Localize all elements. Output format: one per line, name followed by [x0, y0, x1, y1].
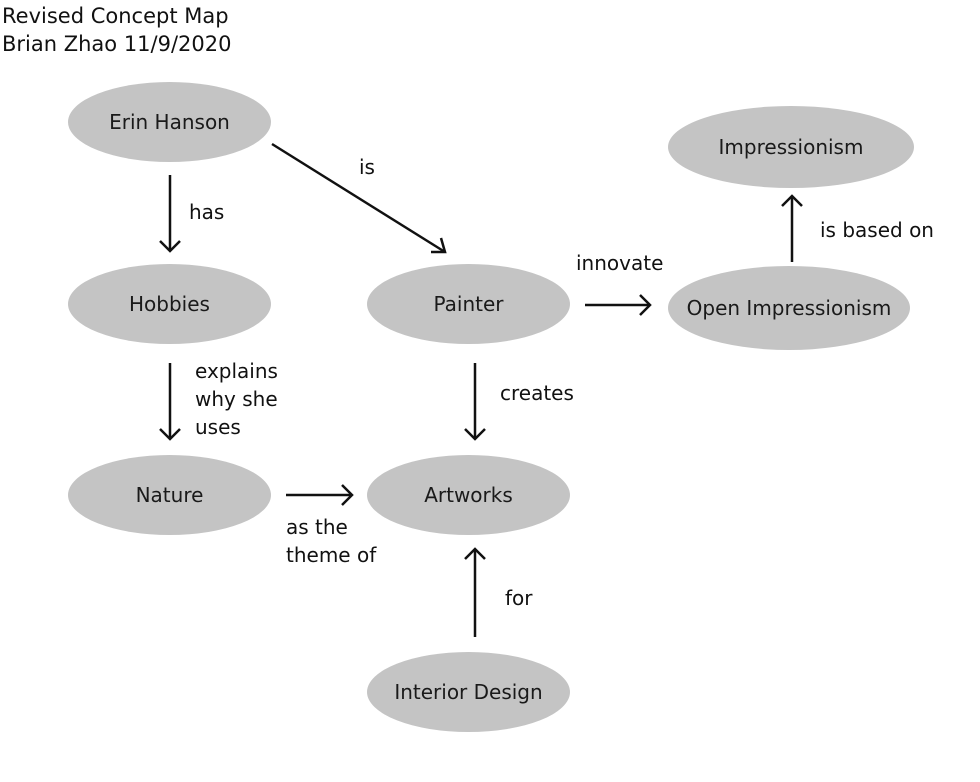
edge-label-innovate: innovate — [576, 251, 664, 275]
node-hobbies: Hobbies — [68, 264, 271, 344]
edge-label-line: explains — [195, 359, 278, 383]
node-label: Erin Hanson — [109, 110, 230, 134]
arrow-innovate — [585, 294, 652, 316]
edge-label-for: for — [505, 586, 533, 610]
node-nature: Nature — [68, 455, 271, 535]
diagram-header: Revised Concept Map Brian Zhao 11/9/2020 — [2, 2, 232, 58]
edge-label-line: theme of — [286, 543, 377, 567]
edge-label-line: as the — [286, 515, 348, 539]
node-label: Nature — [135, 483, 204, 507]
edge-label-line: why she — [195, 387, 278, 411]
diagram-byline: Brian Zhao 11/9/2020 — [2, 32, 232, 56]
edge-label-line: uses — [195, 415, 241, 439]
node-artworks: Artworks — [367, 455, 570, 535]
edge-label-is: is — [359, 155, 375, 179]
node-label: Interior Design — [394, 680, 543, 704]
edge-label-explains: explains why she uses — [195, 357, 278, 441]
arrow-theme-of — [286, 484, 354, 506]
node-impressionism: Impressionism — [668, 106, 914, 188]
arrow-for — [464, 547, 486, 637]
node-label: Open Impressionism — [686, 296, 892, 320]
arrow-is — [271, 142, 447, 254]
arrow-based-on — [781, 194, 803, 262]
node-label: Hobbies — [129, 292, 210, 316]
node-interior-design: Interior Design — [367, 652, 570, 732]
edge-label-based-on: is based on — [820, 218, 934, 242]
node-label: Artworks — [424, 483, 513, 507]
edge-label-has: has — [189, 200, 225, 224]
diagram-title: Revised Concept Map — [2, 4, 229, 28]
arrow-explains — [159, 363, 181, 441]
arrow-creates — [464, 363, 486, 441]
node-label: Painter — [433, 292, 504, 316]
edge-label-creates: creates — [500, 381, 574, 405]
node-erin-hanson: Erin Hanson — [68, 82, 271, 162]
arrow-has — [159, 175, 181, 253]
node-label: Impressionism — [718, 135, 864, 159]
edge-label-theme-of: as the theme of — [286, 513, 376, 569]
node-painter: Painter — [367, 264, 570, 344]
node-open-impressionism: Open Impressionism — [668, 266, 910, 350]
